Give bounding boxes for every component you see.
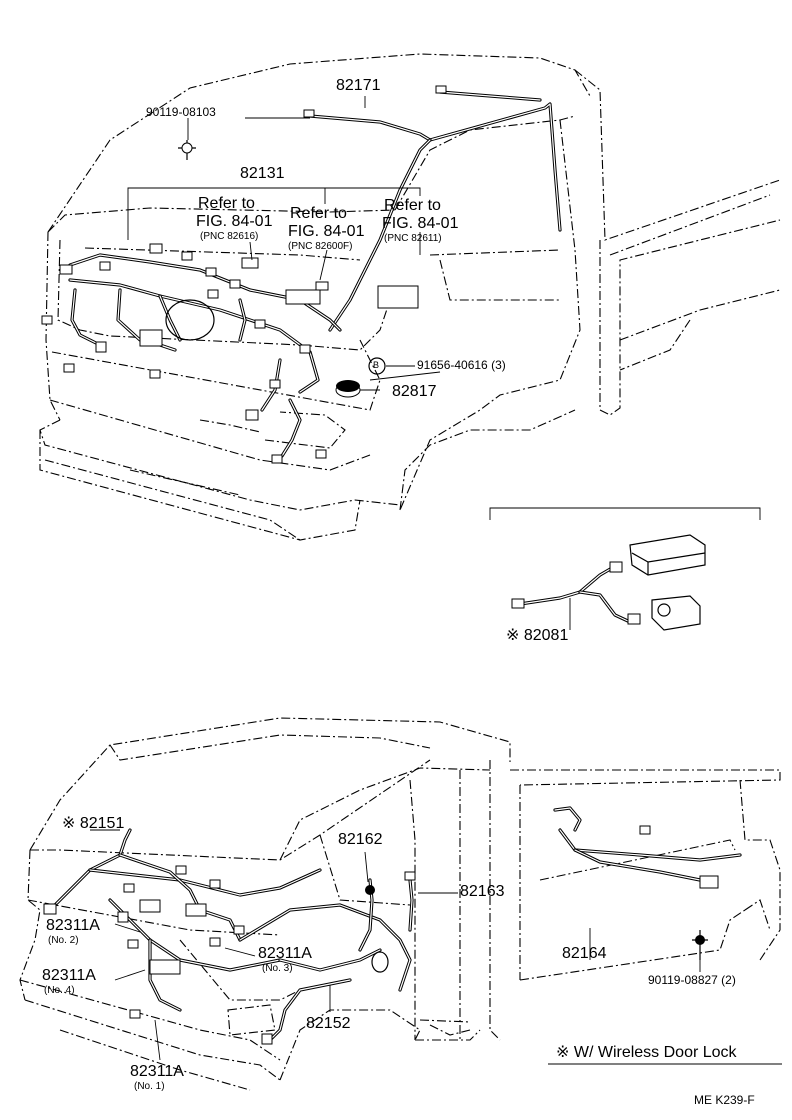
label-82162: 82162 (338, 831, 383, 848)
top-leader-lines (127, 96, 441, 391)
label-82164: 82164 (562, 945, 607, 962)
refer1-pnc: (PNC 82616) (200, 231, 259, 242)
front-harness-82131 (41, 140, 419, 464)
bottom-harness-82163 (404, 871, 416, 932)
label-82152: 82152 (306, 1015, 351, 1032)
label-82151: ※ 82151 (62, 815, 125, 832)
callout-b-circle (368, 357, 386, 375)
refer2-line2: FIG. 84-01 (288, 223, 365, 240)
label-82163: 82163 (460, 883, 505, 900)
label-82131: 82131 (240, 165, 285, 182)
label-82311a-no4: 82311A (42, 967, 96, 984)
callout-b-letter: B (373, 360, 380, 370)
bottom-harness-82152 (238, 878, 412, 1045)
part-82817-buzzer (335, 380, 361, 398)
bottom-harness-82164 (553, 806, 742, 960)
label-90119-08103: 90119-08103 (146, 105, 216, 119)
label-82171: 82171 (336, 77, 381, 94)
label-91656-40616: 91656-40616 (3) (417, 358, 506, 372)
label-90119-08827: 90119-08827 (2) (648, 973, 736, 987)
label-82817: 82817 (392, 383, 437, 400)
bottom-harness-82151 (43, 828, 322, 1019)
bottom-leader-lines (90, 829, 782, 1065)
refer2-pnc: (PNC 82600F) (288, 241, 353, 252)
label-82311a-no4-sub: (No. 4) (44, 985, 75, 996)
label-82311a-no1: 82311A (130, 1063, 184, 1080)
refer1-line2: FIG. 84-01 (196, 213, 273, 230)
refer1-line1: Refer to (198, 195, 255, 212)
label-82311a-no3: 82311A (258, 945, 312, 962)
label-82311a-no1-sub: (No. 1) (134, 1081, 165, 1092)
label-82311a-no2-sub: (No. 2) (48, 935, 79, 946)
refer2-line1: Refer to (290, 205, 347, 222)
bottom-truck-body (19, 717, 781, 1091)
inset-82081 (489, 507, 761, 631)
figure-code: ME K239-F (694, 1093, 755, 1107)
refer3-pnc: (PNC 82611) (384, 233, 442, 244)
label-82311a-no3-sub: (No. 3) (262, 963, 293, 974)
roof-harness-82171 (303, 85, 562, 332)
label-82081: ※ 82081 (506, 627, 569, 644)
refer3-line2: FIG. 84-01 (382, 215, 459, 232)
label-82311a-no2: 82311A (46, 917, 100, 934)
legend-note: ※ W/ Wireless Door Lock (556, 1044, 737, 1061)
refer3-line1: Refer to (384, 197, 441, 214)
